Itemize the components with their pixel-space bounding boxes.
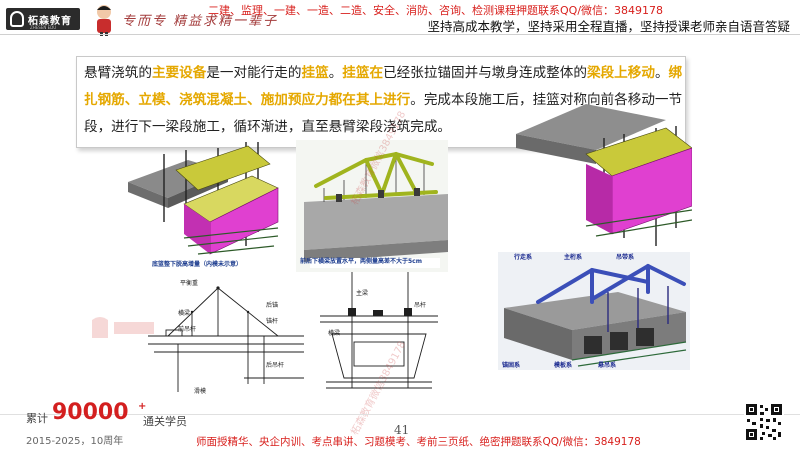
figure-form-traveler-3d-left: 底篮整下脱高增量（内模未示意）	[128, 142, 288, 270]
footer-divider	[0, 414, 800, 415]
label-anchorage: 锚固系	[502, 362, 521, 369]
label-hanging-belt: 吊带系	[616, 254, 635, 261]
truss-traveler-drawing	[498, 252, 690, 370]
figure-form-traveler-3d-right	[516, 98, 692, 258]
body-text: 。	[654, 65, 669, 81]
header-divider	[0, 34, 800, 35]
figure-caption-1: 底篮整下脱高增量（内模未示意）	[152, 261, 243, 268]
cross-section-drawing	[320, 272, 438, 389]
label-formwork: 模板系	[554, 362, 573, 369]
body-text: 。	[328, 65, 343, 81]
watermark-logo-icon	[92, 317, 154, 338]
highlight-text: 挂篮在	[342, 65, 384, 81]
label-front-hanger: 前吊杆	[178, 326, 197, 333]
anniversary-years: 2015-2025，10周年	[26, 436, 124, 447]
count-label: 累计	[26, 412, 48, 425]
figure-truss-on-girder: 前后下横梁放置水平，两侧量高差不大于5cm	[296, 140, 448, 272]
count-suffix: 通关学员	[143, 415, 187, 428]
form-traveler-drawing-1	[128, 142, 288, 270]
header-contact-line: 二建、监理、一建、一造、二造、安全、消防、咨询、检测课程押题联系QQ/微信：38…	[208, 4, 664, 17]
label-main-truss: 主桁系	[564, 254, 583, 261]
logo-text: 柘森教育	[28, 15, 72, 27]
truss-drawing	[296, 140, 448, 272]
label-travel-system: 行走系	[514, 254, 533, 261]
label-hanger: 吊杆	[414, 302, 427, 309]
highlight-text: 绑扎钢筋、立模、浇筑混凝土、施加预应力都在其上进行	[84, 65, 683, 108]
student-count: 90000	[52, 400, 129, 425]
brand-logo: 柘森教育 ZHESEN EDU	[6, 8, 80, 30]
body-text: 悬臂浇筑的	[84, 65, 152, 81]
label-rear-hanger: 后吊杆	[266, 362, 285, 369]
highlight-text: 主要设备	[151, 65, 207, 81]
form-traveler-drawing-2	[516, 104, 692, 246]
body-text: 。完成本段施工后，挂篮对称向前各移动一节段，进行下一梁段施工，循环渐进，直至悬臂…	[84, 92, 683, 135]
slogan: 专而专 精益求精一辈子	[122, 14, 279, 29]
body-text: 已经张拉锚固并与墩身连成整体的	[383, 65, 587, 81]
cantilever-line-drawing	[148, 286, 304, 392]
highlight-text: 梁段上移动	[586, 65, 655, 81]
header-tagline: 坚持高成本教学，坚持采用全程直播，坚持授课老师亲自语音答疑	[427, 19, 790, 34]
logo-mark-icon	[10, 11, 24, 27]
label-counterweight: 平衡重	[180, 280, 199, 287]
body-text: 是一对能行走的	[206, 65, 302, 81]
figure-cross-section: 主梁 横梁 吊杆	[318, 270, 440, 392]
label-crossbeam: 横梁	[178, 310, 191, 317]
label-anchor-bar: 锚杆	[266, 318, 279, 325]
figure-caption-2: 前后下横梁放置水平，两侧量高差不大于5cm	[300, 258, 422, 265]
figure-cantilever-line-drawing: 平衡重 横梁 前吊杆 后锚 锚杆 后吊杆 滑模	[148, 274, 304, 398]
figure-truss-traveler-3d: 行走系 主桁系 吊带系 锚固系 模板系 悬吊系	[498, 252, 690, 370]
label-main-beam: 主梁	[356, 290, 369, 297]
count-plus: +	[138, 401, 147, 412]
highlight-text: 挂篮	[301, 65, 329, 81]
label-suspension: 悬吊系	[598, 362, 617, 369]
qr-code-icon[interactable]	[744, 402, 784, 442]
label-rear-anchor: 后锚	[266, 302, 279, 309]
page-number: 41	[394, 423, 410, 437]
label-cross-beam: 横梁	[328, 330, 341, 337]
mascot-icon	[97, 5, 111, 36]
label-sliding-form: 滑模	[194, 388, 207, 395]
footer-contact-line: 师面授精华、央企内训、考点串讲、习题模考、考前三页纸、绝密押题联系QQ/微信：3…	[196, 436, 641, 448]
logo-subtext: ZHESEN EDU	[30, 25, 57, 30]
content-paragraph: 悬臂浇筑的主要设备是一对能行走的挂篮。挂篮在已经张拉锚固并与墩身连成整体的梁段上…	[84, 60, 688, 141]
